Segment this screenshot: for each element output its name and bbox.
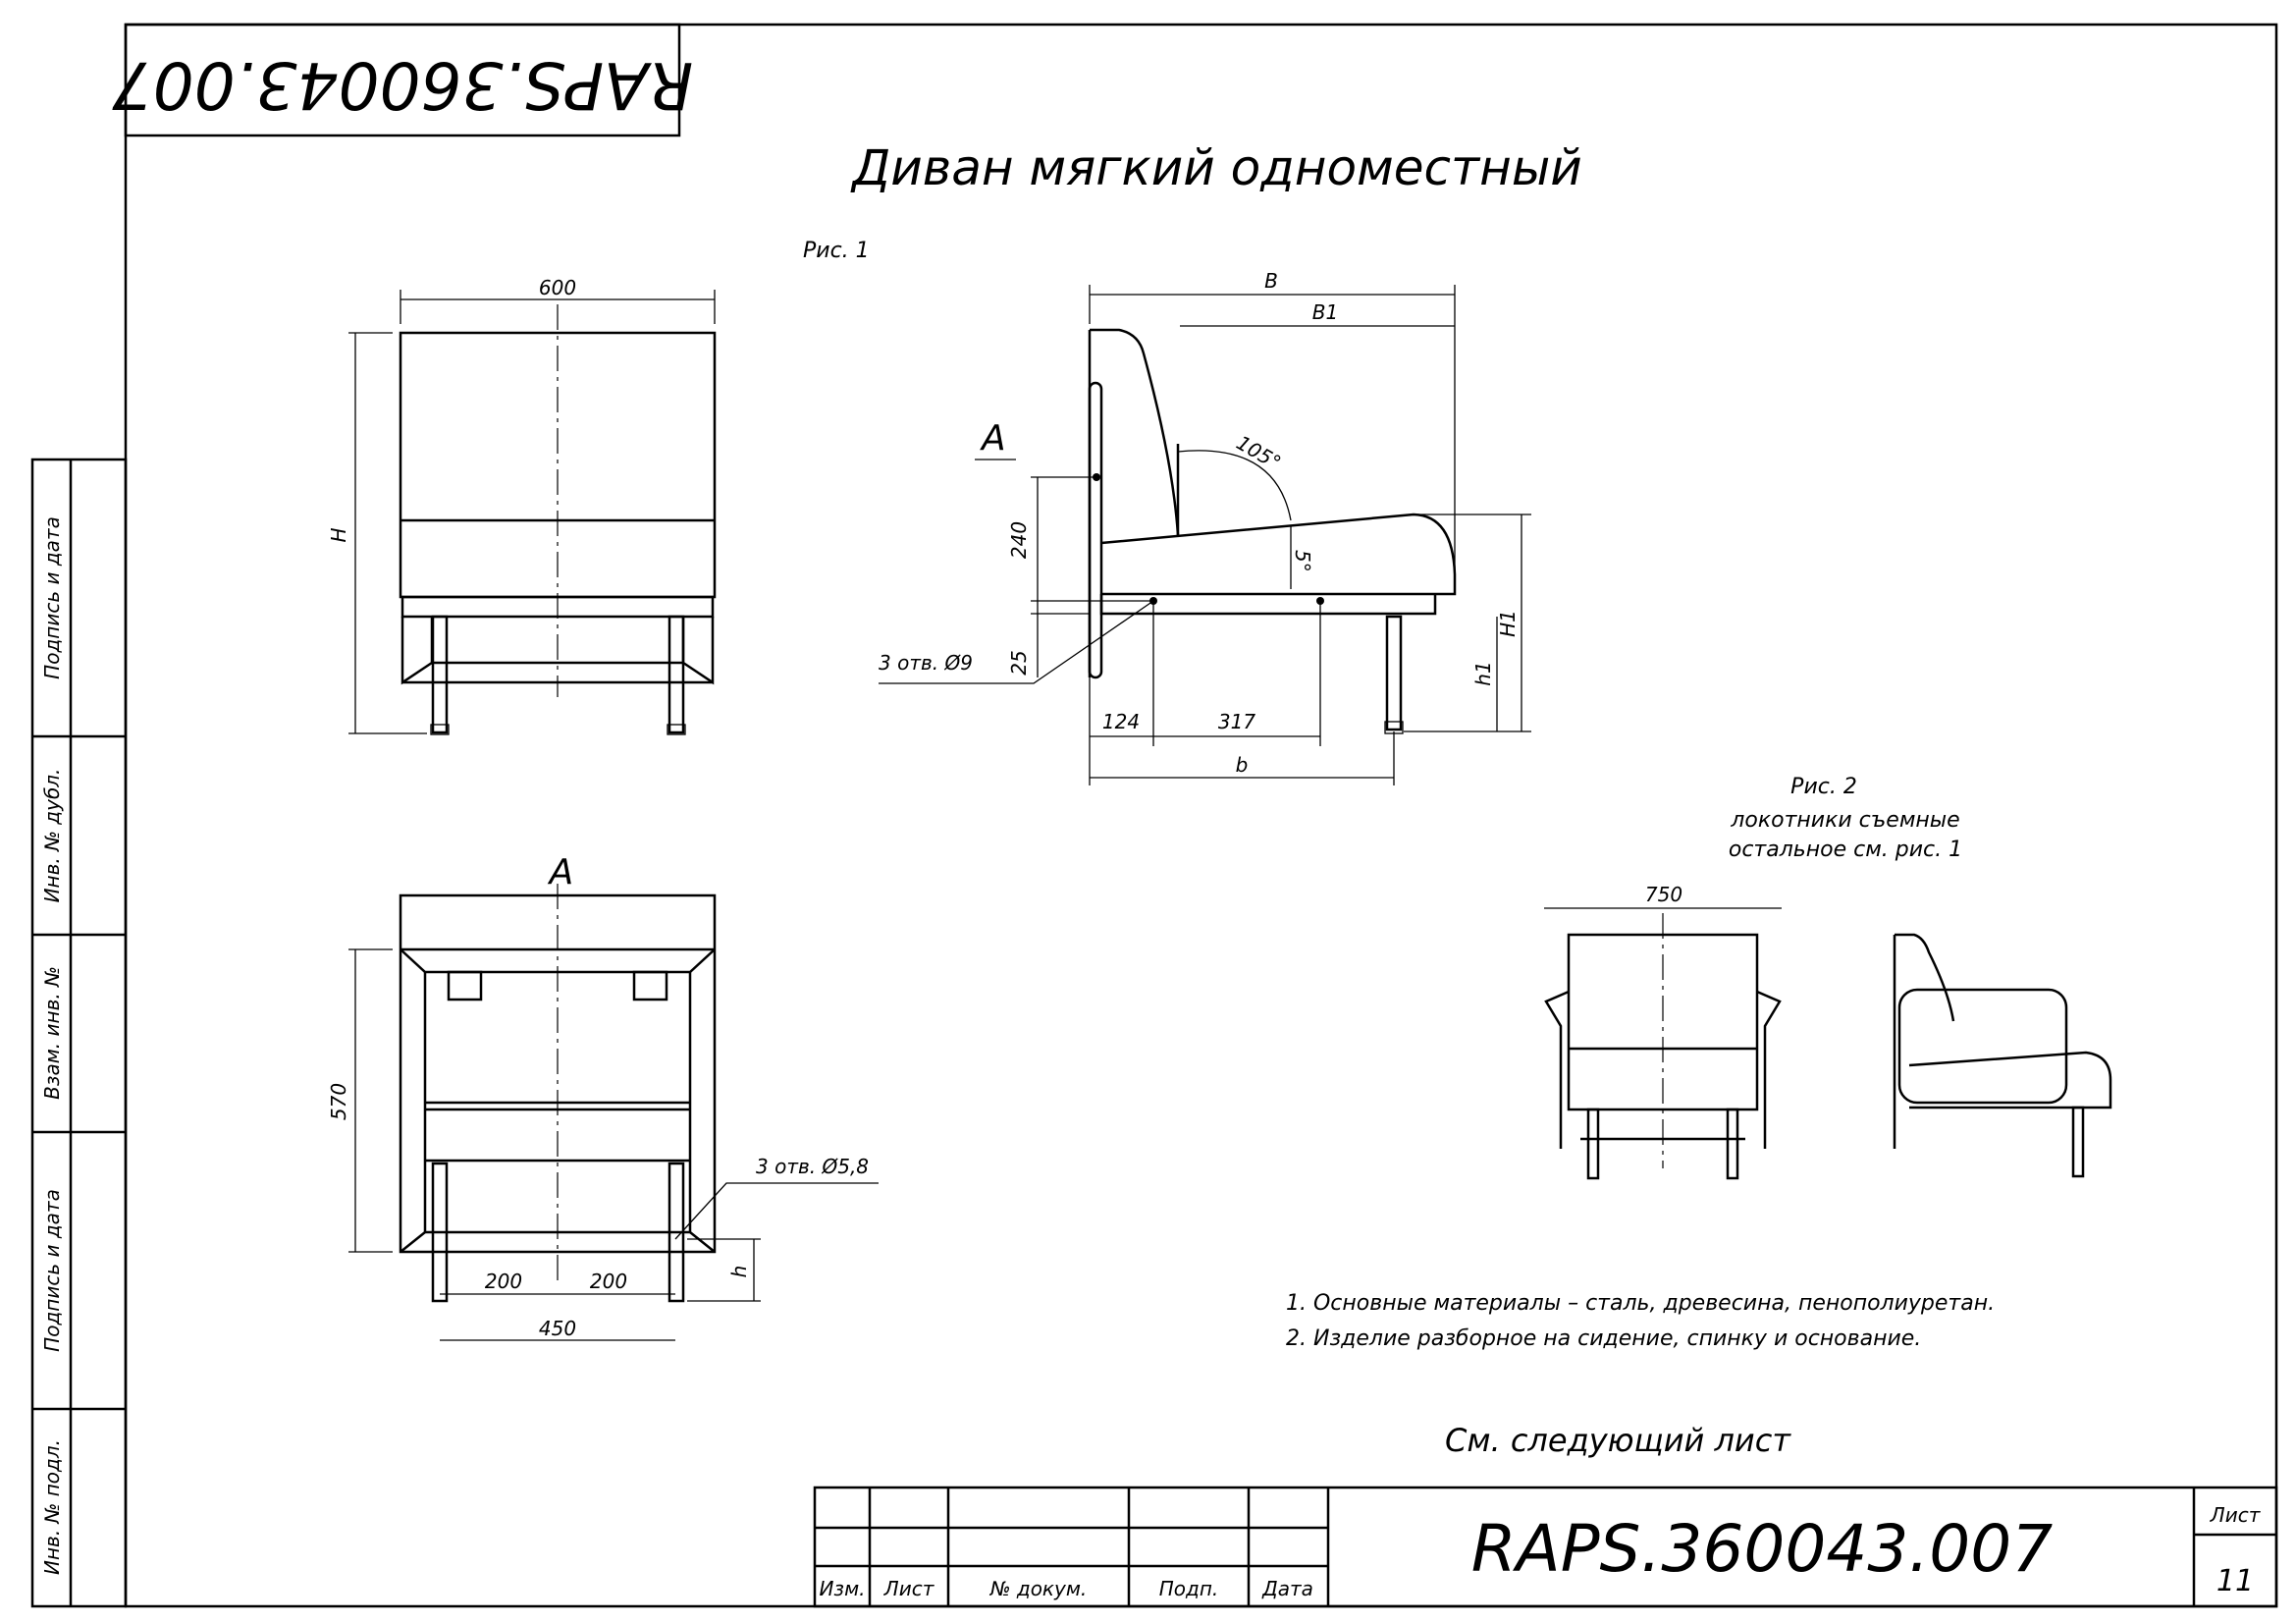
strip-label-5: Инв. № подл.	[40, 1439, 64, 1575]
dim-570: 570	[327, 1083, 350, 1120]
view-a-holes-label: 3 отв. Ø5,8	[756, 1155, 869, 1178]
dim-450: 450	[539, 1317, 576, 1340]
fig2-width: 750	[1645, 883, 1682, 906]
tb-designation: RAPS.360043.007	[1471, 1511, 2054, 1587]
note-2: 2. Изделие разборное на сидение, спинку …	[1286, 1326, 1921, 1351]
tb-doc-no: № докум.	[989, 1577, 1088, 1600]
dim-H1: H1	[1496, 610, 1520, 637]
tb-sheet-label: Лист	[2210, 1503, 2262, 1527]
fig2: Рис. 2 локотники съемные остальное см. р…	[1544, 775, 2112, 1180]
front-view: 600 H	[327, 276, 717, 735]
front-width-dim: 600	[539, 276, 576, 299]
dim-B1: B1	[1312, 300, 1338, 324]
view-marker-a: A	[980, 418, 1006, 459]
fig1-label: Рис. 1	[803, 239, 870, 263]
left-strip: Подпись и дата Инв. № дубл. Взам. инв. №…	[30, 458, 128, 1608]
dim-25: 25	[1007, 650, 1031, 675]
fig2-line2: остальное см. рис. 1	[1729, 838, 1962, 862]
angle-105: 105°	[1233, 431, 1286, 475]
dim-200-left: 200	[485, 1270, 522, 1293]
next-sheet: См. следующий лист	[1445, 1422, 1791, 1459]
angle-5: 5°	[1291, 550, 1314, 572]
dim-200-right: 200	[590, 1270, 627, 1293]
dim-124: 124	[1102, 710, 1140, 733]
side-view: B B1 105° 5° A 240 25 3 отв. Ø9 124 317 …	[879, 269, 1531, 785]
dim-h1: h1	[1471, 661, 1495, 685]
fig2-label: Рис. 2	[1790, 775, 1857, 799]
top-stamp: RAPS.360043.007	[112, 23, 694, 137]
strip-label-4: Подпись и дата	[40, 1189, 64, 1352]
tb-podp: Подп.	[1159, 1577, 1219, 1600]
dim-317: 317	[1218, 710, 1255, 733]
tb-list: Лист	[883, 1577, 935, 1600]
title-block: Изм. Лист № докум. Подп. Дата RAPS.36004…	[813, 1486, 2278, 1608]
view-a-label: A	[548, 852, 574, 893]
view-a: A 570 200 200 450 3 отв. Ø5,8 h	[327, 852, 879, 1341]
strip-label-2: Инв. № дубл.	[40, 769, 64, 903]
dim-240: 240	[1007, 521, 1031, 559]
tb-date: Дата	[1261, 1577, 1313, 1600]
fig2-line1: локотники съемные	[1730, 808, 1959, 833]
tb-izm: Изм.	[819, 1577, 865, 1600]
dim-h: h	[727, 1266, 751, 1278]
note-1: 1. Основные материалы – сталь, древесина…	[1286, 1291, 1995, 1316]
dim-b: b	[1236, 753, 1249, 777]
strip-label-1: Подпись и дата	[40, 516, 64, 679]
front-height-dim: H	[327, 527, 350, 542]
top-stamp-text: RAPS.360043.007	[112, 47, 694, 123]
drawing-title: Диван мягкий одноместный	[850, 139, 1582, 196]
side-holes-label: 3 отв. Ø9	[879, 651, 973, 675]
dim-B: B	[1264, 269, 1278, 293]
strip-label-3: Взам. инв. №	[40, 966, 64, 1100]
tb-sheet-no: 11	[2216, 1564, 2254, 1598]
